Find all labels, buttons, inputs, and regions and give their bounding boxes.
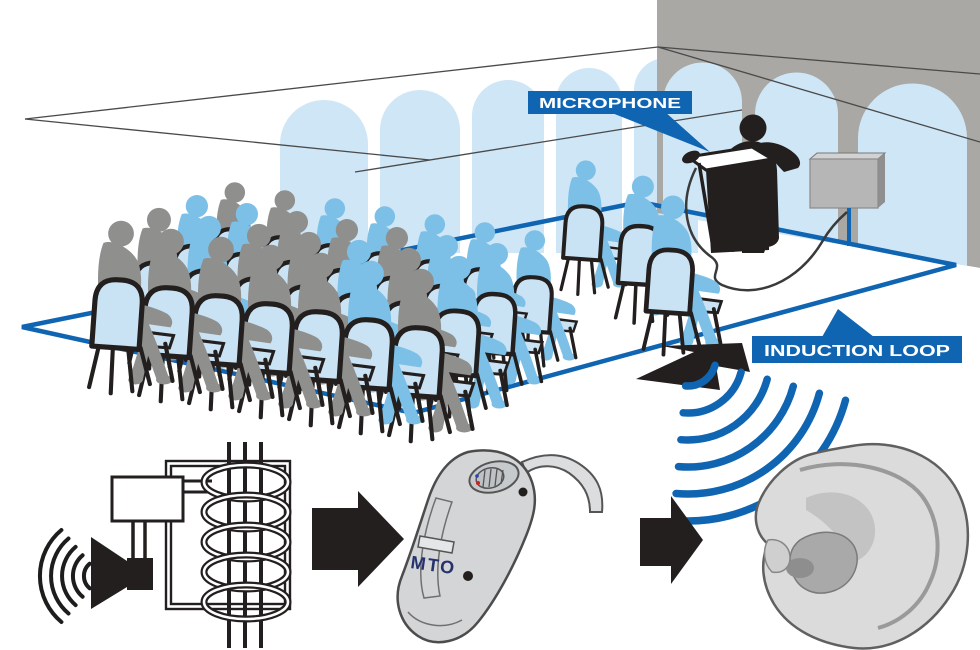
- microphone-port-dot: [518, 487, 528, 497]
- induction-loop-label-box: [752, 336, 962, 363]
- audience-person: [87, 220, 176, 396]
- podium-front: [706, 159, 772, 253]
- ceiling-edge-line: [354, 109, 743, 173]
- ear-helix-line: [799, 462, 940, 630]
- audience-person: [187, 236, 276, 412]
- microphone-icon: [682, 150, 700, 164]
- ceiling-edge-line: [24, 118, 431, 161]
- wheel-blue-mark: [475, 474, 479, 478]
- panel-front-face: [809, 158, 879, 209]
- ceiling-edge-line: [657, 46, 980, 143]
- field-arrow-icon: [636, 343, 750, 390]
- ear-canal: [786, 558, 814, 578]
- hearing-aid: MTO: [396, 449, 604, 644]
- speaker-head: [739, 114, 767, 142]
- audience: [87, 160, 724, 444]
- induction-loop-label-text: INDUCTION LOOP: [764, 343, 950, 360]
- magnetic-wave-icon: [670, 361, 850, 525]
- hearing-aid-panel-seam: [420, 497, 453, 599]
- induction-loop-label: INDUCTION LOOP: [752, 309, 962, 363]
- microphone-label-text: MICROPHONE: [539, 96, 681, 112]
- loop-cable-wires: [227, 442, 263, 648]
- panel-top-face: [808, 152, 887, 160]
- volume-wheel-ridges: [482, 468, 504, 488]
- audience-person: [641, 195, 724, 357]
- microphone-stand: [697, 162, 715, 248]
- wall-amplifier-panel: [808, 152, 887, 209]
- panel-side-face: [878, 153, 885, 208]
- speaker-arm: [760, 142, 801, 172]
- loudspeaker-icon: [91, 521, 153, 609]
- ceiling-edge-line: [657, 46, 980, 75]
- sound-wave-icon: [38, 528, 92, 624]
- arched-opening-icon: [858, 83, 967, 268]
- microphone-cable: [684, 167, 848, 292]
- hearing-aid-hook: [520, 454, 604, 513]
- coil-turns-icon: [200, 461, 292, 623]
- ceiling-lines: [24, 46, 980, 173]
- control-dot: [463, 571, 473, 581]
- chair-backrest: [89, 277, 145, 352]
- speaker-figure: [682, 114, 801, 253]
- microphone-callout: [612, 111, 710, 152]
- induction-loop-callout: [822, 309, 874, 337]
- hearing-aid-body: [396, 449, 537, 644]
- amplifier-box: [110, 475, 185, 523]
- loop-coil-assembly: [110, 442, 292, 648]
- microphone-label: MICROPHONE: [528, 91, 710, 152]
- mto-switch: [417, 535, 455, 554]
- flow-arrow-icon: [640, 496, 703, 584]
- ceiling-edge-line: [24, 46, 659, 120]
- arched-window-icon: [472, 80, 544, 253]
- ear-antihelix: [806, 492, 876, 562]
- ear-tragus: [763, 538, 791, 574]
- hearing-aid-battery-door: [407, 611, 463, 627]
- ear-icon: [754, 442, 970, 650]
- flow-arrow-icon: [312, 491, 404, 587]
- chair-backrest: [561, 204, 605, 263]
- microphone-label-box: [528, 91, 692, 114]
- wheel-red-mark: [476, 481, 480, 485]
- chair-backrest: [643, 247, 695, 317]
- arched-window-icon: [380, 90, 460, 253]
